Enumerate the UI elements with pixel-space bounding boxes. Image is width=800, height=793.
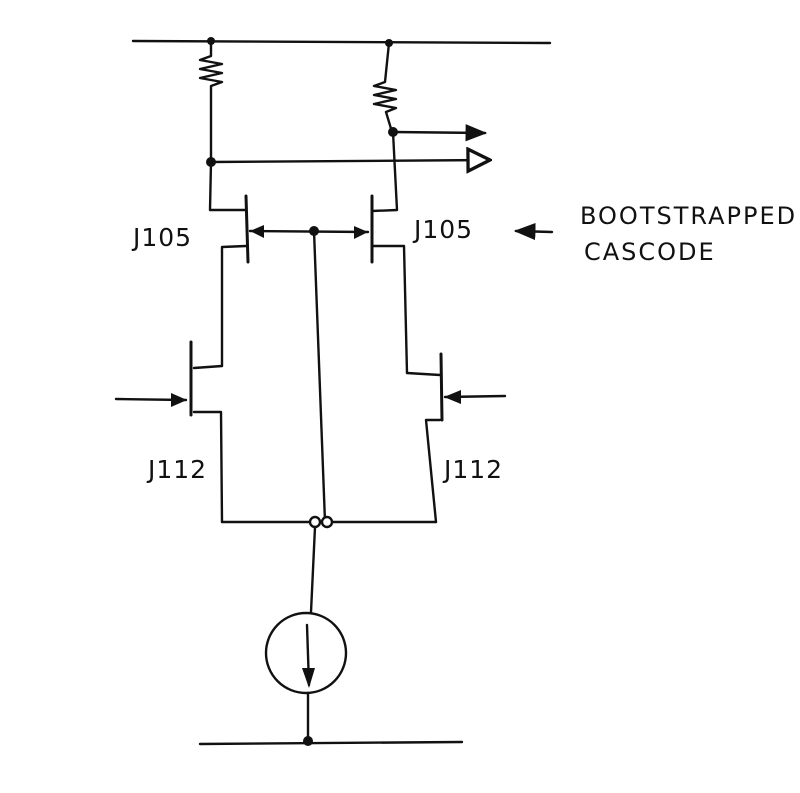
- bootstrap-gate-line: [248, 225, 370, 524]
- top-supply-rail: [131, 39, 552, 45]
- output-arrow-upper: [391, 124, 488, 142]
- left-load-resistor: [198, 37, 224, 164]
- lower-left-jfet-label: J112: [146, 455, 207, 484]
- upper-right-j105-transistor: [370, 130, 409, 375]
- upper-left-jfet-label: J105: [131, 223, 192, 252]
- bottom-supply-rail: [198, 740, 464, 746]
- upper-left-j105-transistor: [208, 160, 250, 368]
- annotation-line-2: CASCODE: [584, 238, 716, 266]
- upper-right-jfet-label: J105: [412, 215, 473, 244]
- right-load-resistor: [372, 39, 398, 134]
- lower-right-j112-transistor: [405, 352, 507, 524]
- output-arrow-lower: [209, 160, 490, 162]
- tail-current-source: [264, 611, 348, 746]
- annotation-arrow: [513, 222, 554, 241]
- annotation-line-1: BOOTSTRAPPED: [580, 202, 797, 230]
- lower-right-jfet-label: J112: [442, 455, 503, 484]
- lower-left-j112-transistor: [114, 340, 224, 524]
- common-source-node: [220, 515, 438, 614]
